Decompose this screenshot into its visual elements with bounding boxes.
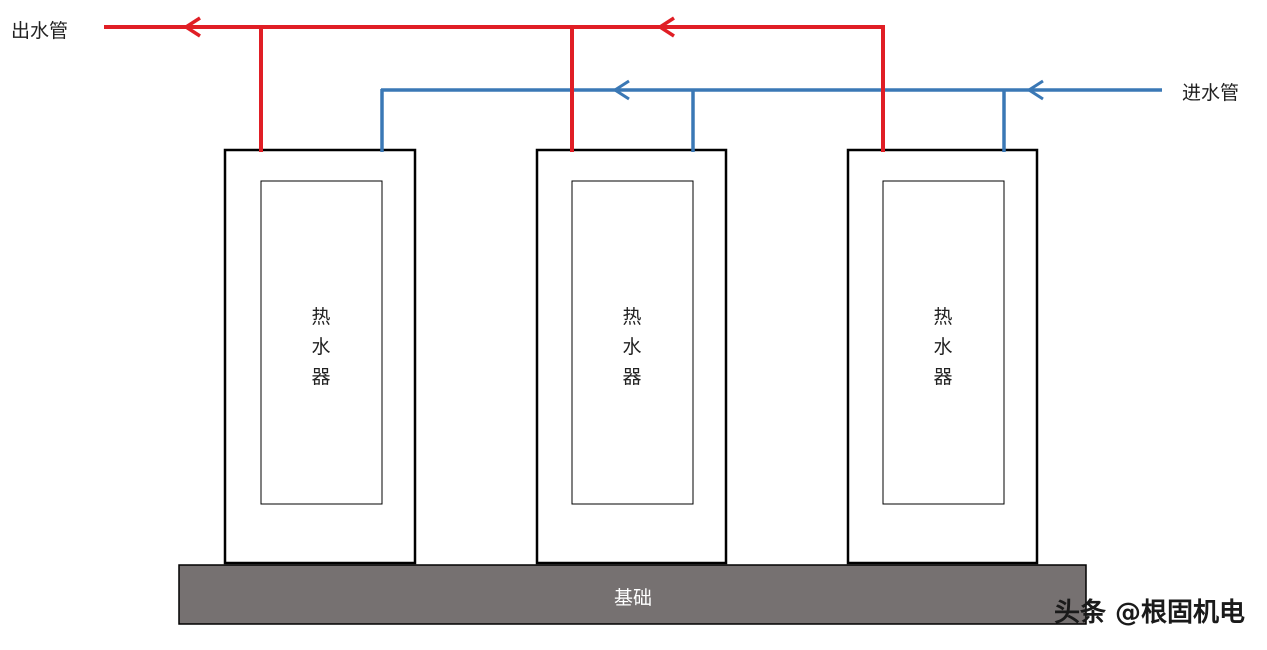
flow-arrow-icon xyxy=(656,16,675,38)
heater-panel xyxy=(571,180,694,505)
heater-label-char: 水 xyxy=(311,336,330,358)
water-heater-1: 热 水 器 xyxy=(223,148,417,565)
heater-panel xyxy=(260,180,383,505)
heater-panel xyxy=(882,180,1005,505)
heater-label-char: 水 xyxy=(933,336,952,358)
flow-arrow-icon xyxy=(182,16,201,38)
outlet-pipe xyxy=(104,16,885,152)
heater-label-char: 器 xyxy=(933,366,952,388)
flow-arrow-icon xyxy=(612,79,630,101)
flow-arrow-icon xyxy=(1026,79,1044,101)
water-heater-2: 热 水 器 xyxy=(535,148,728,565)
heater-label-char: 热 xyxy=(622,306,641,328)
watermark: 头条 @根固机电 xyxy=(1054,598,1245,628)
water-heater-3: 热 水 器 xyxy=(846,148,1039,565)
heater-label-char: 水 xyxy=(622,336,641,358)
heater-label-char: 器 xyxy=(622,366,641,388)
foundation-label: 基础 xyxy=(614,587,652,609)
inlet-pipe xyxy=(380,79,1162,152)
heater-label-char: 器 xyxy=(311,366,330,388)
foundation-base xyxy=(178,564,1087,625)
heater-label-char: 热 xyxy=(311,306,330,328)
heater-label-char: 热 xyxy=(933,306,952,328)
outlet-pipe-label: 出水管 xyxy=(11,20,68,42)
inlet-pipe-label: 进水管 xyxy=(1182,82,1239,104)
